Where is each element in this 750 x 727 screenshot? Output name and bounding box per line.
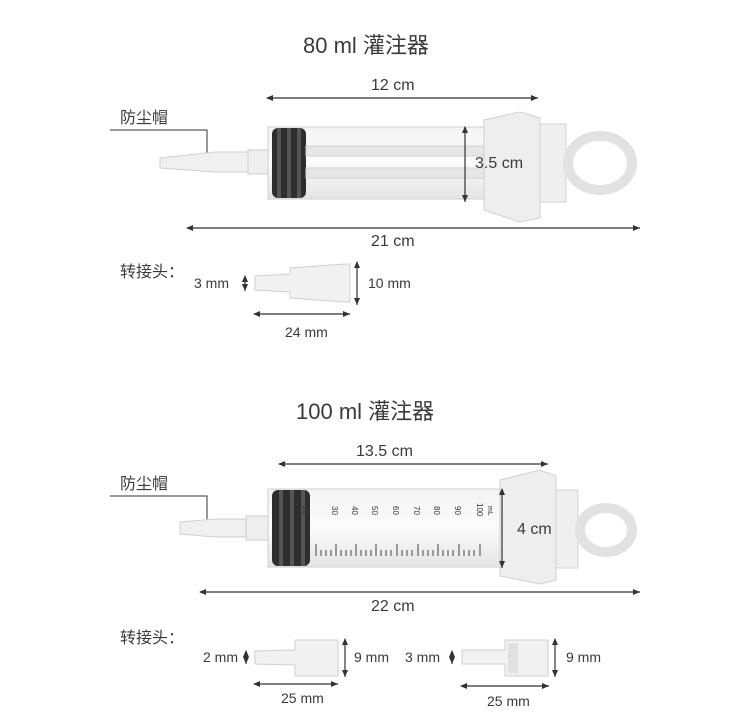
adapter-large-diameter: 10 mm bbox=[368, 275, 411, 291]
scale-mark: 90 bbox=[453, 506, 462, 515]
adapter-b-small-diameter: 3 mm bbox=[405, 649, 440, 665]
barrel-diameter-label-100ml: 4 cm bbox=[517, 521, 552, 538]
scale-mark: 40 bbox=[350, 506, 359, 515]
scale-mark: 50 bbox=[370, 506, 379, 515]
graduation-scale bbox=[315, 544, 481, 556]
syringe-barrel bbox=[267, 126, 521, 200]
adapter-a-large-diameter: 9 mm bbox=[354, 649, 389, 665]
barrel-diameter-label: 3.5 cm bbox=[475, 155, 524, 172]
adapter-b-large-diameter: 9 mm bbox=[566, 649, 601, 665]
adapter-a-length: 25 mm bbox=[281, 690, 324, 706]
total-length-label-100ml: 22 cm bbox=[371, 598, 415, 615]
adapter-small-diameter: 3 mm bbox=[194, 275, 229, 291]
barrel-length-label: 12 cm bbox=[371, 77, 415, 94]
scale-mark: 70 bbox=[412, 506, 421, 515]
barrel-length-label-100ml: 13.5 cm bbox=[356, 443, 413, 460]
scale-mark: 100 bbox=[475, 503, 484, 517]
adapter-a bbox=[254, 639, 339, 677]
adapter-label: 转接头： bbox=[120, 264, 185, 281]
adapter-a-small-diameter: 2 mm bbox=[203, 649, 238, 665]
plunger-ring bbox=[563, 131, 637, 195]
dust-cap bbox=[159, 151, 251, 173]
total-length-label: 21 cm bbox=[371, 233, 415, 250]
cap-leader-line bbox=[110, 129, 208, 160]
adapter-label-100ml: 转接头： bbox=[120, 630, 185, 647]
section2-title: 100 ml 灌注器 bbox=[296, 399, 435, 424]
section1-title: 80 ml 灌注器 bbox=[303, 33, 429, 58]
adapter-80ml bbox=[254, 263, 351, 303]
adapter-length: 24 mm bbox=[285, 324, 328, 340]
scale-mark: 80 bbox=[432, 506, 441, 515]
adapter-b-length: 25 mm bbox=[487, 693, 530, 709]
scale-unit: mL bbox=[486, 506, 493, 516]
dust-cap-100ml bbox=[179, 518, 249, 538]
dust-cap-label-100ml: 防尘帽 bbox=[120, 476, 169, 493]
scale-mark: 30 bbox=[330, 506, 339, 515]
adapter-b bbox=[461, 639, 549, 677]
finger-flange bbox=[483, 111, 541, 223]
scale-mark: 20 bbox=[300, 506, 309, 515]
scale-mark: 60 bbox=[391, 506, 400, 515]
dust-cap-label: 防尘帽 bbox=[120, 110, 169, 127]
